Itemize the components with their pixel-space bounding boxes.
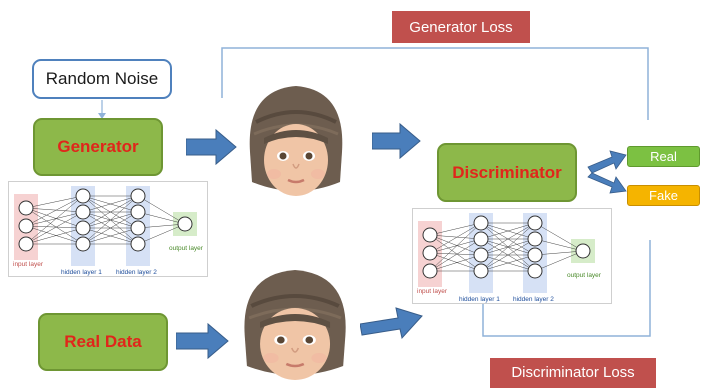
gen-hidden-layer-1-label: hidden layer 1 xyxy=(61,269,102,276)
dis-connections xyxy=(429,222,584,272)
dis-neurons xyxy=(422,215,591,279)
discriminator-network-diagram: input layer hidden layer 1 hidden layer … xyxy=(412,208,612,304)
noise-arrowhead xyxy=(98,113,106,119)
gen-input-layer-label: input layer xyxy=(13,261,44,268)
arrow-real-to-discriminator xyxy=(360,307,423,340)
gen-neurons xyxy=(18,188,193,252)
generator-network-diagram: input layer hidden layer 1 hidden layer … xyxy=(8,181,208,277)
arrow-generated-to-discriminator xyxy=(372,122,421,160)
dis-hidden-layer-2-label: hidden layer 2 xyxy=(513,296,554,303)
gen-output-layer-label: output layer xyxy=(169,245,204,252)
fake-output-box: Fake xyxy=(627,185,700,206)
real-baby-face-image xyxy=(236,266,353,384)
discriminator-box: Discriminator xyxy=(437,143,577,202)
baby-face-image xyxy=(242,82,349,200)
generated-image xyxy=(242,82,349,200)
discriminator-loss-line xyxy=(482,240,651,337)
discriminator-network-svg: input layer hidden layer 1 hidden layer … xyxy=(417,213,602,303)
dis-hidden-layer-1-label: hidden layer 1 xyxy=(459,296,500,303)
dis-input-layer-label: input layer xyxy=(417,288,448,295)
real-data-box: Real Data xyxy=(38,313,168,371)
gen-connections xyxy=(25,195,186,245)
generator-loss-label: Generator Loss xyxy=(392,11,530,43)
generator-box: Generator xyxy=(33,118,163,176)
random-noise-box: Random Noise xyxy=(32,59,172,99)
dis-output-layer-label: output layer xyxy=(567,272,602,279)
arrow-realdata-to-image xyxy=(176,322,229,360)
generator-loss-line xyxy=(221,47,649,120)
generator-network-svg: input layer hidden layer 1 hidden layer … xyxy=(13,186,204,276)
real-image xyxy=(236,266,353,384)
gen-hidden-layer-2-label: hidden layer 2 xyxy=(116,269,157,276)
arrow-discriminator-to-outputs xyxy=(587,150,627,194)
arrow-generator-to-image xyxy=(186,128,237,166)
real-output-box: Real xyxy=(627,146,700,167)
discriminator-loss-label: Discriminator Loss xyxy=(490,358,656,388)
